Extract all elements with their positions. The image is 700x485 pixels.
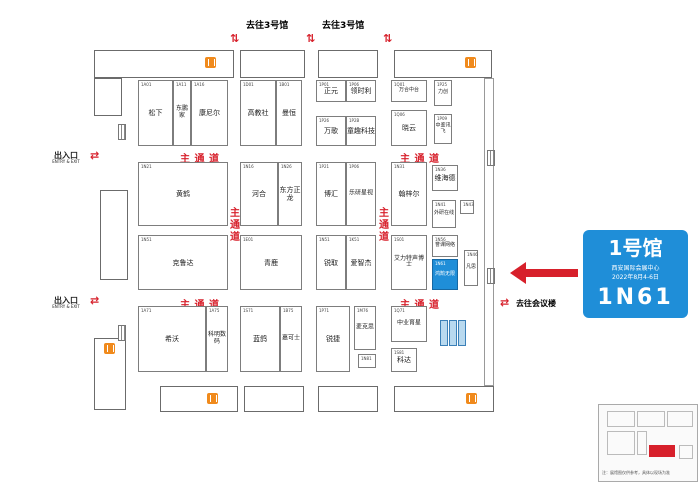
wall-top-4 bbox=[394, 50, 492, 78]
restroom-icon bbox=[207, 393, 218, 404]
stairs-icon bbox=[487, 268, 495, 284]
entry-exit-arrow-top: ⇄ bbox=[90, 149, 100, 162]
restroom-icon bbox=[466, 393, 477, 404]
mini-map bbox=[598, 404, 698, 482]
pointer-arrow-icon bbox=[510, 262, 578, 284]
hall-badge: 1号馆 西安国际会展中心 2022年8月4-6日 1N61 bbox=[583, 230, 688, 318]
wall-bottom-2 bbox=[244, 386, 304, 412]
booth[interactable]: 1N81 bbox=[358, 354, 376, 368]
main-aisle-vertical-right: 主通道 bbox=[379, 208, 389, 243]
stairs-icon bbox=[118, 325, 126, 341]
to-hall3-left-label: 去往3号馆 bbox=[246, 21, 289, 31]
mini-map-current-hall bbox=[649, 445, 675, 457]
display-panels bbox=[440, 320, 470, 346]
wall-top-2 bbox=[240, 50, 305, 78]
restroom-icon bbox=[465, 57, 476, 68]
legend-note: 注：展馆图仅供参考，具体以现场为准 bbox=[602, 470, 670, 475]
stairs-icon bbox=[487, 150, 495, 166]
wall-top-3 bbox=[318, 50, 378, 78]
booth[interactable]: 1N43 bbox=[460, 200, 474, 214]
restroom-icon bbox=[104, 343, 115, 354]
main-aisle-top-right: 主 通 道 bbox=[400, 154, 440, 165]
wall-right bbox=[484, 78, 494, 386]
top-arrow-1: ⇅ bbox=[230, 32, 240, 45]
wall-left-top bbox=[94, 78, 122, 116]
main-aisle-top: 主 通 道 bbox=[180, 154, 220, 165]
wall-bottom-1 bbox=[160, 386, 238, 412]
main-aisle-bottom: 主 通 道 bbox=[180, 296, 219, 311]
main-aisle-vertical-left: 主通道 bbox=[230, 208, 240, 243]
top-arrow-2: ⇅ bbox=[306, 32, 316, 45]
hall-booth-number: 1N61 bbox=[597, 285, 674, 310]
restroom-icon bbox=[205, 57, 216, 68]
main-aisle-bottom-right: 主 通 道 bbox=[400, 300, 440, 311]
top-arrow-3: ⇅ bbox=[383, 32, 393, 45]
hall-date: 2022年8月4-6日 bbox=[612, 274, 659, 281]
to-conference-arrow: ⇄ bbox=[500, 296, 510, 309]
entry-exit-arrow-bottom: ⇄ bbox=[90, 294, 100, 307]
stairs-icon bbox=[118, 124, 126, 140]
to-conference-label: 去往会议楼 bbox=[516, 299, 556, 308]
hall-venue: 西安国际会展中心 bbox=[611, 265, 660, 272]
to-hall3-right-label: 去往3号馆 bbox=[322, 21, 365, 31]
hall-name: 1号馆 bbox=[608, 236, 663, 260]
wall-left-mid bbox=[100, 190, 128, 280]
wall-bottom-4 bbox=[394, 386, 494, 412]
wall-bottom-3 bbox=[318, 386, 378, 412]
